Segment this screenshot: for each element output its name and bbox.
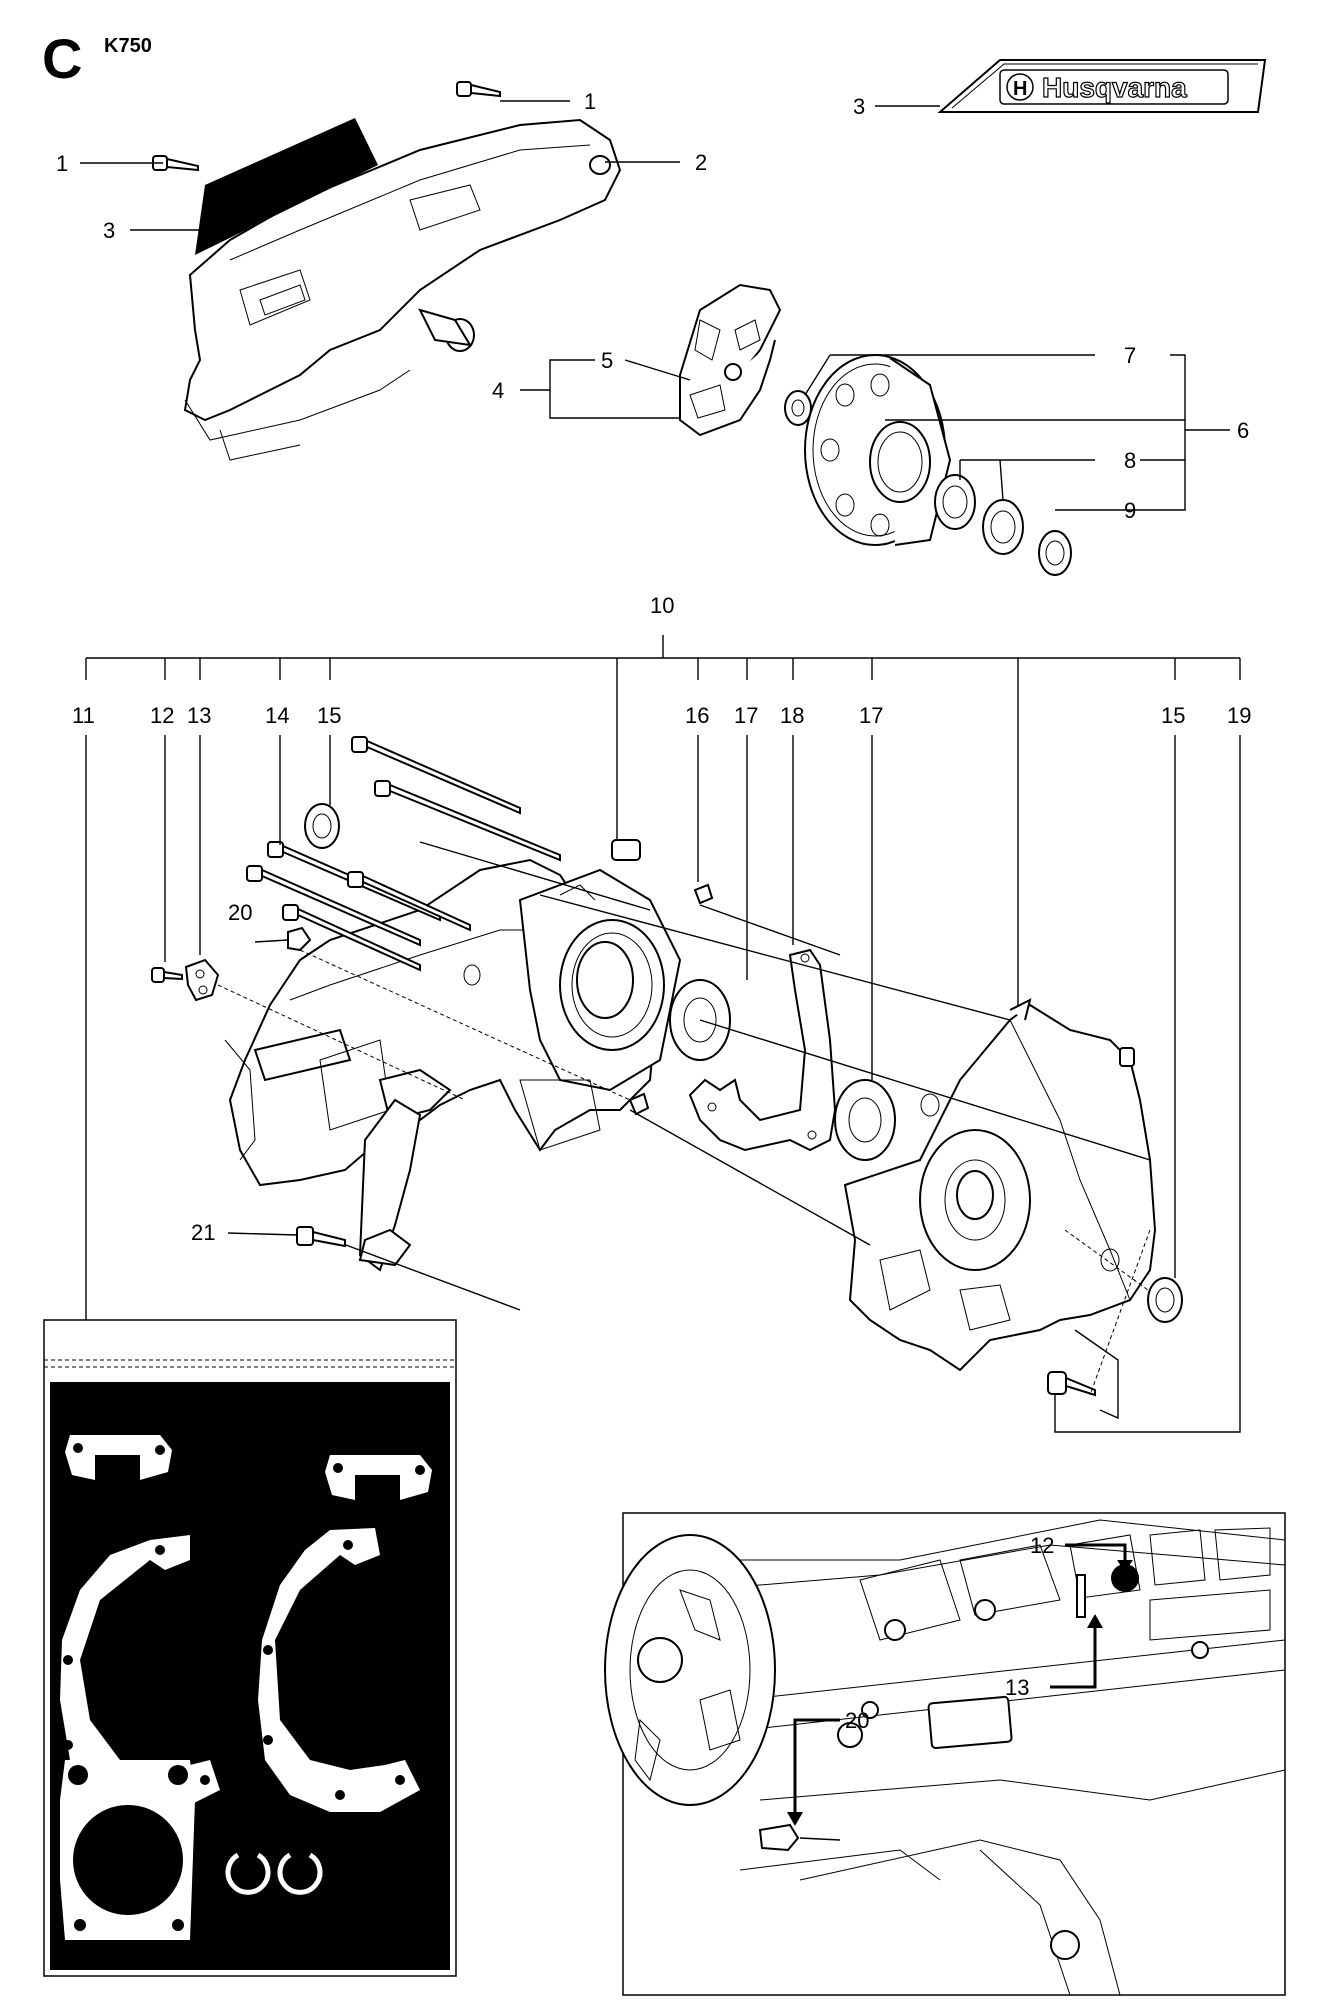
screw-1b bbox=[152, 155, 199, 172]
screw-1a bbox=[456, 81, 501, 98]
model-label: K750 bbox=[104, 35, 152, 57]
detail-callout-12: 12 bbox=[1030, 1533, 1054, 1558]
callout-3b: 3 bbox=[853, 94, 865, 119]
brand-decal: Husqvarna H bbox=[937, 59, 1267, 113]
callout-10: 10 bbox=[650, 593, 674, 618]
screw-12 bbox=[151, 967, 183, 983]
callout-20: 20 bbox=[228, 900, 252, 925]
belt-guard bbox=[183, 118, 622, 461]
gasket-18 bbox=[688, 948, 837, 1152]
callout-16: 16 bbox=[685, 703, 709, 728]
callout-5: 5 bbox=[601, 348, 613, 373]
assembly-lines bbox=[217, 841, 1151, 1396]
nut-20 bbox=[287, 926, 312, 952]
callout-9: 9 bbox=[1124, 498, 1136, 523]
washer-9 bbox=[1038, 530, 1072, 576]
callout-2: 2 bbox=[695, 150, 707, 175]
clutch-assembly bbox=[679, 283, 782, 437]
oil-seal-15b bbox=[1147, 1277, 1183, 1323]
washer-7 bbox=[784, 390, 812, 426]
callout-1b: 1 bbox=[56, 151, 68, 176]
plate-13 bbox=[184, 958, 220, 1002]
dowel-16 bbox=[628, 883, 714, 1116]
callout-19: 19 bbox=[1227, 703, 1251, 728]
callout-14: 14 bbox=[265, 703, 289, 728]
detail-callout-20: 20 bbox=[845, 1708, 869, 1733]
top-leaders bbox=[80, 100, 1230, 511]
brand-decal-text: Husqvarna bbox=[1042, 72, 1187, 103]
oil-seal-15a bbox=[304, 803, 340, 849]
callout-13: 13 bbox=[187, 703, 211, 728]
callout-11: 11 bbox=[72, 703, 95, 728]
callout-4: 4 bbox=[492, 378, 504, 403]
plug-19 bbox=[1047, 1371, 1096, 1397]
clutch-drum bbox=[804, 354, 952, 546]
svg-text:H: H bbox=[1013, 78, 1027, 100]
callout-17a: 17 bbox=[734, 703, 758, 728]
callout-15b: 15 bbox=[1161, 703, 1185, 728]
detail-callout-13: 13 bbox=[1005, 1675, 1029, 1700]
screws-14 bbox=[246, 736, 561, 972]
callout-15a: 15 bbox=[317, 703, 341, 728]
screw-21 bbox=[296, 1226, 346, 1248]
callout-7: 7 bbox=[1124, 343, 1136, 368]
callout-1a: 1 bbox=[584, 89, 596, 114]
bracket-10 bbox=[85, 635, 1241, 1050]
detail-inset bbox=[604, 1512, 1286, 1996]
bearing-8a bbox=[934, 474, 976, 530]
callout-17b: 17 bbox=[859, 703, 883, 728]
crankcase-left bbox=[224, 839, 682, 1272]
callout-12: 12 bbox=[150, 703, 174, 728]
crankcase-right bbox=[843, 998, 1157, 1372]
bearing-8b bbox=[982, 499, 1024, 555]
callout-3a: 3 bbox=[103, 218, 115, 243]
section-letter: C bbox=[42, 27, 82, 90]
decal-left bbox=[195, 118, 378, 255]
gasket-kit bbox=[43, 1319, 457, 1977]
callout-18: 18 bbox=[780, 703, 804, 728]
callout-8: 8 bbox=[1124, 448, 1136, 473]
middle-leaders bbox=[85, 735, 1241, 1433]
callout-6: 6 bbox=[1237, 418, 1249, 443]
bearing-17b bbox=[834, 1079, 896, 1161]
callout-21: 21 bbox=[191, 1220, 215, 1245]
